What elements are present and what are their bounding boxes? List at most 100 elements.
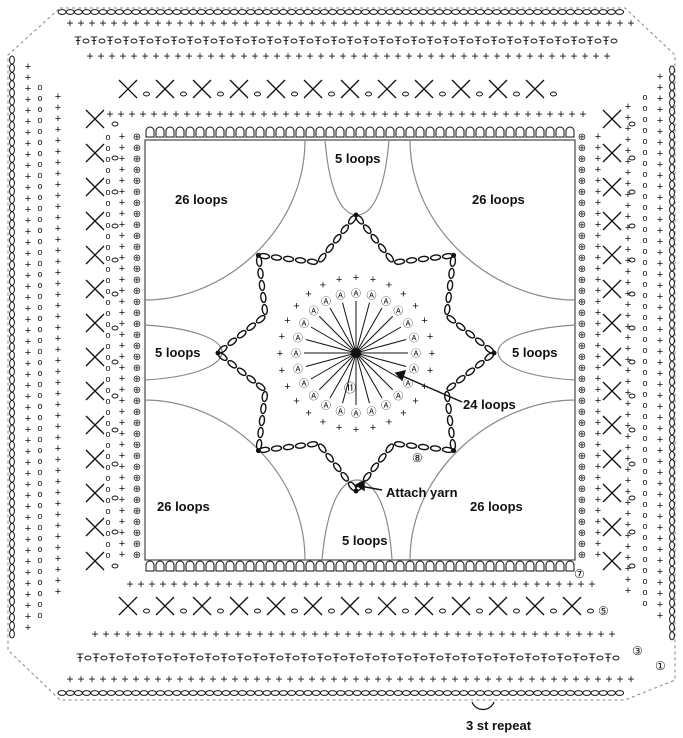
chain-stitch: o	[105, 407, 110, 417]
post-stitch	[266, 561, 274, 571]
post-stitch: ⊕	[133, 176, 141, 187]
chain-stitch	[83, 691, 91, 696]
chain-stitch	[181, 92, 187, 96]
chain-stitch: o	[105, 308, 110, 318]
chain-stitch	[670, 427, 675, 435]
dc-stitch: Ŧ	[204, 651, 212, 665]
chain-stitch: o	[642, 158, 647, 168]
chain-stitch	[531, 39, 537, 43]
post-stitch	[236, 561, 244, 571]
chain-stitch	[670, 558, 675, 566]
post-stitch: ⊕	[133, 209, 141, 220]
dc-stitch: Ŧ	[346, 34, 354, 48]
chain-stitch	[140, 691, 148, 696]
sc-stitch: +	[121, 16, 128, 30]
chain-stitch	[670, 410, 675, 418]
post-stitch: ⊕	[578, 473, 586, 484]
chain-stitch	[583, 10, 591, 15]
chain-stitch: o	[642, 114, 647, 124]
chain-stitch: o	[105, 187, 110, 197]
dc-stitch: Ŧ	[396, 651, 404, 665]
sc-stitch: +	[357, 577, 364, 591]
chain-stitch	[10, 113, 15, 121]
chain-stitch	[279, 10, 287, 15]
chain-stitch	[10, 89, 15, 97]
post-stitch	[296, 127, 304, 137]
post-stitch: Ⓐ	[393, 390, 403, 402]
chain-stitch	[670, 402, 675, 410]
sc-stitch: +	[113, 627, 120, 641]
chain-stitch: o	[642, 334, 647, 344]
post-stitch: ⊕	[133, 198, 141, 209]
chain-stitch	[10, 368, 15, 376]
sc-stitch: +	[561, 672, 568, 686]
sc-stitch: +	[454, 627, 461, 641]
chain-stitch	[670, 419, 675, 427]
sc-stitch: +	[220, 16, 227, 30]
sc-stitch: +	[583, 16, 590, 30]
sc-stitch: +	[513, 107, 520, 121]
sc-stitch: +	[566, 577, 573, 591]
sc-stitch: +	[480, 107, 487, 121]
sc-stitch: +	[99, 672, 106, 686]
chain-stitch	[293, 656, 299, 660]
chain-stitch	[165, 656, 171, 660]
sc-stitch: +	[176, 672, 183, 686]
chain-stitch	[263, 10, 271, 15]
chain-stitch: o	[37, 214, 42, 224]
sc-stitch: +	[603, 49, 610, 63]
sc-stitch: +	[264, 16, 271, 30]
post-stitch	[376, 127, 384, 137]
dc-stitch: Ŧ	[604, 651, 612, 665]
sc-stitch: +	[242, 672, 249, 686]
chain-stitch	[533, 656, 539, 660]
chain-stitch	[10, 179, 15, 187]
post-stitch: Ⓐ	[409, 364, 419, 376]
post-stitch: ⊕	[578, 495, 586, 506]
chain-stitch	[670, 181, 675, 189]
sc-stitch: +	[225, 577, 232, 591]
chain-stitch	[483, 39, 489, 43]
post-stitch	[166, 561, 174, 571]
chain-stitch	[213, 656, 219, 660]
chain-stitch	[421, 656, 427, 660]
bottom-inner-row: ++++++++++++++++++++++++++++++++++++++++…	[126, 561, 595, 591]
chain-stitch	[670, 164, 675, 172]
post-stitch	[476, 561, 484, 571]
center-ring	[351, 348, 361, 358]
chain-stitch: o	[37, 247, 42, 257]
sc-stitch: +	[489, 577, 496, 591]
sc-stitch: +	[581, 49, 588, 63]
sc-stitch: +	[348, 107, 355, 121]
chain-stitch	[74, 10, 82, 15]
chain-stitch	[670, 279, 675, 287]
chain-stitch	[10, 392, 15, 400]
chain-stitch	[329, 10, 337, 15]
chain-stitch	[670, 607, 675, 615]
sc-stitch: +	[280, 577, 287, 591]
chain-stitch	[74, 691, 82, 696]
post-stitch	[366, 127, 374, 137]
post-stitch	[456, 561, 464, 571]
sc-stitch: +	[436, 107, 443, 121]
chain-stitch: o	[105, 297, 110, 307]
sc-stitch: +	[275, 16, 282, 30]
post-stitch: ⊕	[133, 396, 141, 407]
chain-stitch	[156, 691, 164, 696]
sc-stitch: +	[154, 672, 161, 686]
chain-stitch	[10, 261, 15, 269]
post-stitch	[506, 561, 514, 571]
dc-stitch: Ŧ	[442, 34, 450, 48]
dc-stitch: Ŧ	[138, 34, 146, 48]
post-stitch	[416, 561, 424, 571]
sc-stitch: +	[198, 16, 205, 30]
chain-stitch	[476, 10, 484, 15]
chain-stitch	[10, 450, 15, 458]
sc-stitch: +	[570, 49, 577, 63]
chain-stitch	[484, 691, 492, 696]
chain-stitch: o	[105, 319, 110, 329]
chain-stitch: o	[642, 367, 647, 377]
chain-stitch: o	[37, 555, 42, 565]
chain-stitch	[181, 609, 187, 613]
chain-stitch	[112, 224, 118, 228]
